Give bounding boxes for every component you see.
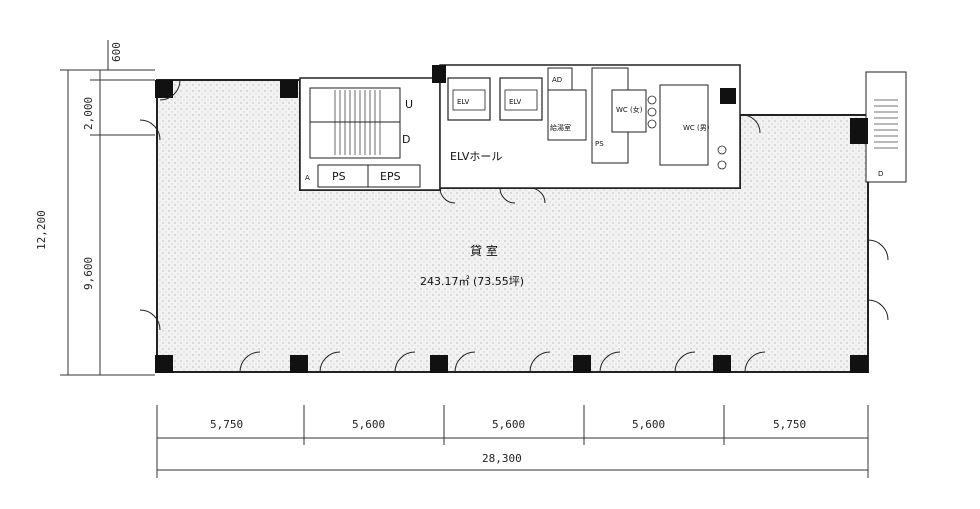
stairwell: U D	[309, 87, 413, 159]
ps-small-label: PS	[595, 140, 604, 148]
utility-rooms: AD 給湯室 PS WC (女) WC (男)	[547, 67, 727, 170]
columns	[155, 65, 868, 373]
dim-h-total: 28,300	[482, 452, 522, 465]
ps-label: PS	[332, 170, 346, 183]
elv-hall-label: ELVホール	[450, 150, 502, 163]
wc-m-label: WC (男)	[683, 124, 710, 132]
dim-upper: 2,000	[82, 97, 95, 130]
dim-h-5: 5,750	[773, 418, 806, 431]
horizontal-dimensions	[156, 405, 869, 478]
elv-label-2: ELV	[509, 98, 522, 106]
ext-stair-down-label: D	[878, 170, 883, 178]
kyuto-label: 給湯室	[550, 123, 571, 132]
room-name: 貸 室	[470, 243, 498, 258]
elv-label-1: ELV	[457, 98, 470, 106]
doors	[139, 79, 889, 373]
room-area: 243.17㎡ (73.55坪)	[420, 275, 524, 288]
dim-h-4: 5,600	[632, 418, 665, 431]
ad-label: AD	[552, 76, 562, 84]
dim-h-2: 5,600	[352, 418, 385, 431]
dim-h-3: 5,600	[492, 418, 525, 431]
vertical-dimensions	[60, 40, 155, 376]
stair-down-label: D	[402, 133, 410, 146]
elevators: ELV ELV ELVホール	[447, 77, 543, 163]
dim-total-vertical: 12,200	[35, 210, 48, 250]
dim-h-1: 5,750	[210, 418, 243, 431]
a-label: A	[305, 174, 310, 182]
exterior-stair: D	[865, 71, 907, 183]
ps-eps-block: PS EPS A	[305, 164, 421, 188]
wc-f-label: WC (女)	[616, 105, 643, 114]
dim-main: 9,600	[82, 257, 95, 290]
eps-label: EPS	[380, 170, 401, 183]
stair-up-label: U	[405, 98, 413, 111]
dim-top: 600	[110, 42, 123, 62]
